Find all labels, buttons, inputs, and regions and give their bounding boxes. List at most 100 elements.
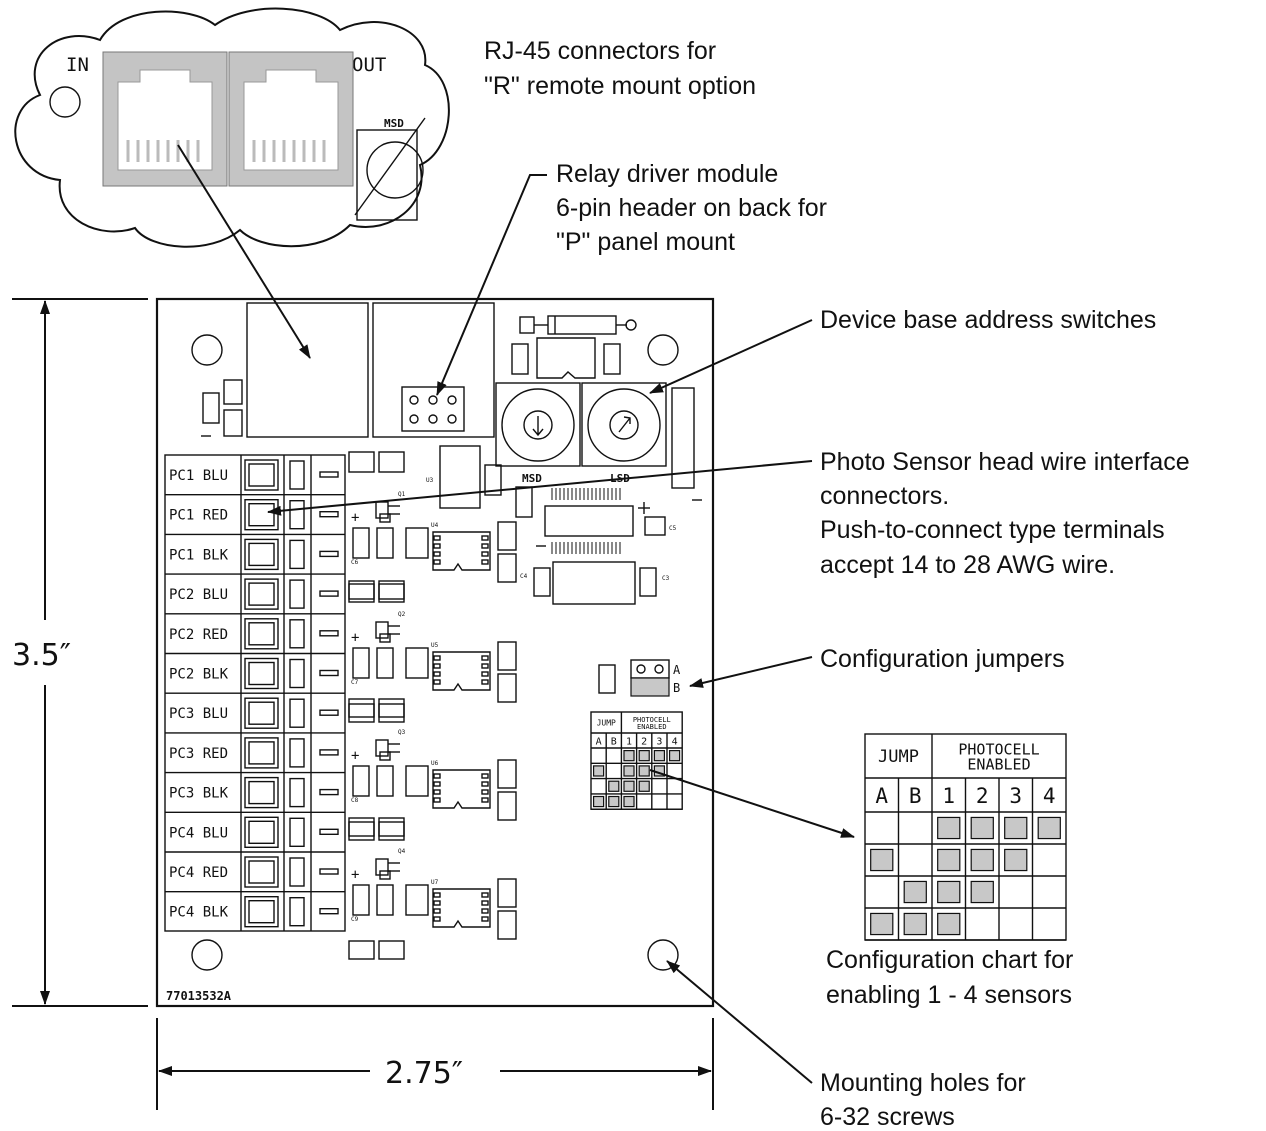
chart-enabled-cell <box>870 912 894 936</box>
push-terminal[interactable] <box>244 538 279 571</box>
svg-text:C4: C4 <box>520 573 528 580</box>
chart-enabled-cell <box>870 848 894 872</box>
push-terminal[interactable] <box>244 896 279 928</box>
callout-photo-line3: Push-to-connect type terminals <box>820 516 1165 544</box>
chart-enabled-cell <box>638 780 650 792</box>
chart-enabled-cell <box>937 848 961 872</box>
cloud-in-label: IN <box>66 54 89 76</box>
chart-column-label: B <box>909 784 922 808</box>
terminal-row[interactable]: PC1 BLU <box>169 459 339 491</box>
terminal-row[interactable]: PC3 BLK <box>165 771 345 809</box>
callout-relay-line2: 6-pin header on back for <box>556 194 827 222</box>
chart-enabled-cell <box>653 750 666 762</box>
terminal-row[interactable]: PC4 BLU <box>165 811 345 848</box>
chart-column-label: 2 <box>976 784 989 808</box>
push-terminal[interactable] <box>244 618 279 650</box>
terminal-row[interactable]: PC3 RED <box>165 732 345 769</box>
chart-enabled-header: ENABLED <box>637 723 667 731</box>
terminal-row[interactable]: PC2 RED <box>165 613 345 650</box>
chart-enabled-cell <box>970 816 994 840</box>
terminal-label: PC1 BLU <box>169 468 228 484</box>
terminal-row[interactable]: PC4 RED <box>165 851 345 888</box>
msd-switch-label: MSD <box>522 472 542 485</box>
chart-enabled-cell <box>970 880 994 904</box>
chart-column-label: 4 <box>1043 784 1056 808</box>
chart-enabled-cell <box>623 795 635 808</box>
mounting-hole-bottom-right <box>647 939 679 971</box>
callout-photo-line1: Photo Sensor head wire interface <box>820 448 1190 476</box>
terminal-row[interactable]: PC2 BLK <box>165 652 345 690</box>
svg-text:C8: C8 <box>351 797 359 804</box>
callout-chart-line2: enabling 1 - 4 sensors <box>826 981 1072 1009</box>
cloud-out-label: OUT <box>352 54 386 76</box>
chart-enabled-cell <box>623 765 635 777</box>
chart-column-label: 2 <box>641 736 647 747</box>
svg-text:+: + <box>351 630 359 646</box>
terminal-label: PC2 BLK <box>169 667 229 683</box>
chart-enabled-cell <box>903 880 927 904</box>
rj45-footprint-1 <box>246 302 369 438</box>
jumper-b-label: B <box>673 681 680 695</box>
push-terminal[interactable] <box>244 856 279 888</box>
chart-enabled-cell <box>937 816 961 840</box>
svg-text:U5: U5 <box>431 642 439 649</box>
chart-column-label: 1 <box>626 736 632 747</box>
svg-text:Q2: Q2 <box>398 611 406 618</box>
push-terminal[interactable] <box>244 578 279 610</box>
terminal-row[interactable]: PC4 BLK <box>165 891 345 928</box>
mounting-hole-bottom-left <box>191 939 223 971</box>
terminal-row[interactable]: PC1 RED <box>165 494 345 531</box>
mounting-hole-top-left <box>191 334 223 366</box>
configuration-jumpers[interactable]: A B <box>598 659 681 697</box>
callout-relay-line3: "P" panel mount <box>556 228 735 256</box>
terminal-row[interactable]: PC2 BLU <box>165 573 345 610</box>
terminal-label: PC1 RED <box>169 508 228 524</box>
terminal-row[interactable]: PC3 BLU <box>165 692 345 729</box>
mounting-hole-top-right <box>647 334 679 366</box>
push-terminal[interactable] <box>244 737 279 769</box>
push-terminal[interactable] <box>244 459 279 491</box>
chart-enabled-cell <box>608 795 620 808</box>
terminal-label: PC1 BLK <box>169 547 229 563</box>
six-pin-header <box>401 386 465 432</box>
chart-column-label: 3 <box>1009 784 1022 808</box>
chart-enabled-cell <box>1004 848 1028 872</box>
diode <box>519 315 637 335</box>
chart-enabled-cell <box>937 880 961 904</box>
svg-text:+: + <box>351 867 359 883</box>
push-terminal[interactable] <box>244 657 279 690</box>
width-dimension-label: 2.75″ <box>385 1056 463 1091</box>
svg-text:C6: C6 <box>351 559 359 566</box>
svg-text:U6: U6 <box>431 760 439 767</box>
svg-text:Q1: Q1 <box>398 491 406 498</box>
push-terminal[interactable] <box>244 776 279 809</box>
lsd-rotary-switch[interactable]: LSD <box>581 382 667 485</box>
msd-rotary-switch[interactable]: MSD <box>495 382 581 485</box>
cloud-msd-switch: MSD <box>354 117 426 221</box>
height-dimension: 3.5″ <box>12 298 148 1007</box>
svg-text:C5: C5 <box>669 525 677 532</box>
height-dimension-label: 3.5″ <box>12 638 71 673</box>
push-terminal[interactable] <box>244 697 279 729</box>
jumper-a-label: A <box>673 663 681 677</box>
terminal-row[interactable]: PC1 BLK <box>165 533 345 571</box>
terminal-label: PC4 BLU <box>169 825 228 841</box>
chart-photocell-header: PHOTOCELL <box>958 741 1039 759</box>
chart-enabled-cell <box>623 750 635 762</box>
chart-enabled-cell <box>638 765 650 777</box>
terminal-label: PC4 BLK <box>169 905 229 921</box>
callout-relay-line1: Relay driver module <box>556 160 778 188</box>
part-number: 77013532A <box>166 989 232 1003</box>
chart-jump-header: JUMP <box>597 718 616 727</box>
chart-column-label: 3 <box>656 736 662 747</box>
circuit-board: 77013532A <box>155 297 715 1008</box>
callout-mounting-line2: 6-32 screws <box>820 1103 955 1131</box>
chart-column-label: 4 <box>672 736 678 747</box>
chart-enabled-header: ENABLED <box>967 756 1030 774</box>
push-terminal[interactable] <box>244 816 279 848</box>
terminal-label: PC3 BLU <box>169 706 228 722</box>
